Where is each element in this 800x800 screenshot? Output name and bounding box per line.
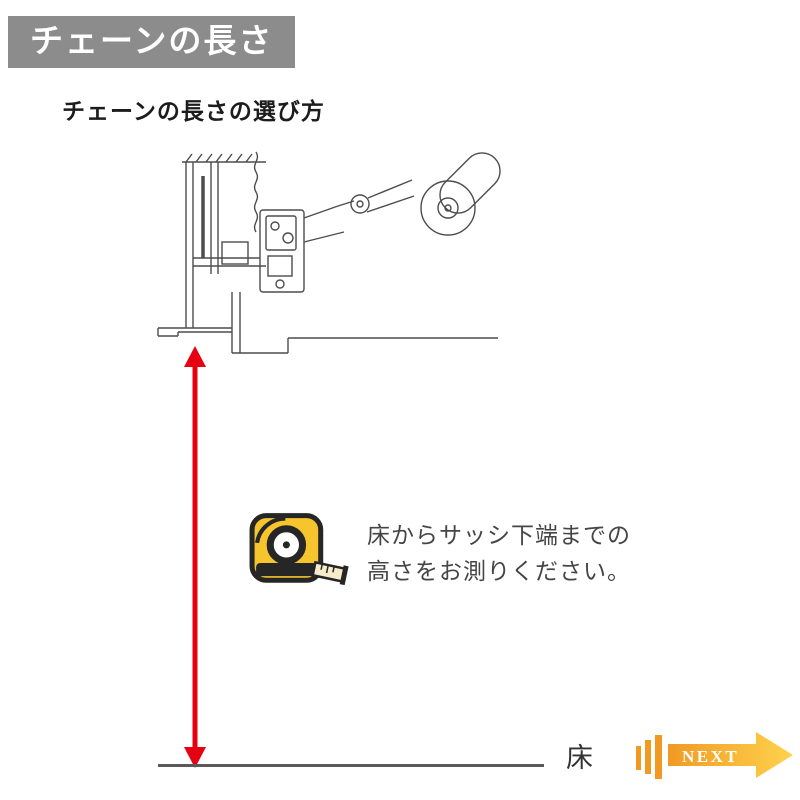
diagram-linework [157, 151, 501, 354]
section-title-badge: チェーンの長さ [8, 16, 296, 69]
floor-label: 床 [566, 743, 594, 774]
instruction-text: 床からサッシ下端までの 高さをお測りください。 [367, 518, 631, 590]
section-title: チェーンの長さ [30, 21, 274, 60]
subtitle: チェーンの長さの選び方 [62, 99, 325, 125]
window-sash-diagram [157, 151, 501, 354]
instruction-line-1: 床からサッシ下端までの [367, 523, 631, 549]
next-arrow-icon: NEXT [668, 732, 793, 778]
speed-bars-icon [636, 735, 662, 779]
tape-measure-art [249, 513, 349, 586]
instruction-line-2: 高さをお測りください。 [367, 559, 631, 585]
floor-line [158, 764, 544, 767]
measurement-arrow-icon [184, 346, 206, 768]
next-label: NEXT [682, 747, 739, 766]
next-button[interactable]: NEXT [634, 729, 794, 781]
tape-measure-icon [249, 513, 349, 586]
